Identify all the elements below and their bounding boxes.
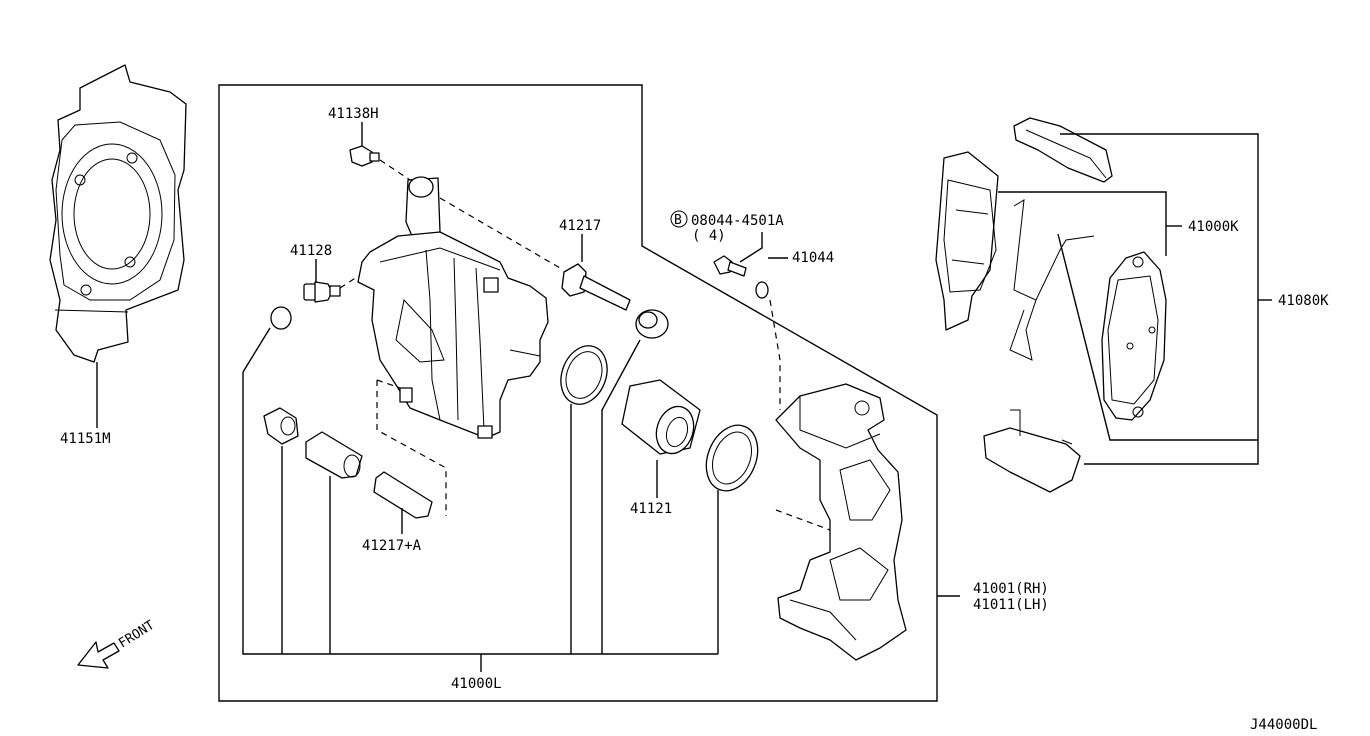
label-front: FRONT: [116, 618, 157, 652]
bleeder-cap-small-part[interactable]: [270, 306, 292, 330]
bleeder-cap-part[interactable]: [303, 281, 341, 303]
label-guide-pin: 41217: [559, 218, 601, 234]
label-guide-pin-alt: 41217+A: [362, 538, 422, 554]
guide-boot-upper-part[interactable]: [635, 309, 669, 339]
label-bleeder-cap: 41128: [290, 243, 332, 259]
brake-pad-inner-part[interactable]: [1101, 251, 1167, 421]
label-bolt-qty: ( 4): [692, 228, 726, 244]
piston-seal-part[interactable]: [553, 339, 615, 410]
washer-part[interactable]: [755, 281, 769, 299]
pad-clip-lower-part[interactable]: [983, 409, 1081, 493]
dust-shield-part[interactable]: [49, 64, 187, 363]
label-washer: 41044: [792, 250, 834, 266]
diagram-id: J44000DL: [1250, 717, 1317, 733]
front-arrow-icon: [77, 641, 120, 669]
label-torque-member-rh: 41001(RH): [973, 581, 1049, 597]
label-caliper-assembly: 41000L: [451, 676, 502, 692]
label-piston: 41121: [630, 501, 672, 517]
piston-part[interactable]: [621, 379, 701, 458]
bleeder-screw-part[interactable]: [349, 145, 380, 167]
pad-clip-upper-part[interactable]: [1013, 117, 1113, 183]
guide-sleeve-part[interactable]: [305, 431, 363, 479]
piston-boot-part[interactable]: [697, 417, 767, 498]
label-pad-kit: 41000K: [1188, 219, 1239, 235]
guide-boot-lower-part[interactable]: [263, 407, 299, 445]
label-dust-shield: 41151M: [60, 431, 111, 447]
anti-rattle-spring-part[interactable]: [1009, 199, 1095, 361]
caliper-body-part[interactable]: [357, 176, 549, 439]
label-torque-member-lh: 41011(LH): [973, 597, 1049, 613]
caliper-assembly-frame: [218, 84, 938, 702]
brake-pad-outer-part[interactable]: [935, 151, 999, 331]
label-bolt-marker: B: [674, 213, 682, 228]
guide-pin-part[interactable]: [561, 263, 631, 311]
label-bleeder-screw: 41138H: [328, 106, 379, 122]
mounting-bolt-part[interactable]: [713, 255, 747, 277]
guide-pin-alt-part[interactable]: [373, 471, 433, 519]
label-bolt-ref: 08044-4501A: [691, 213, 784, 229]
torque-member-part[interactable]: [775, 383, 907, 661]
label-pad-hardware-kit: 41080K: [1278, 293, 1329, 309]
